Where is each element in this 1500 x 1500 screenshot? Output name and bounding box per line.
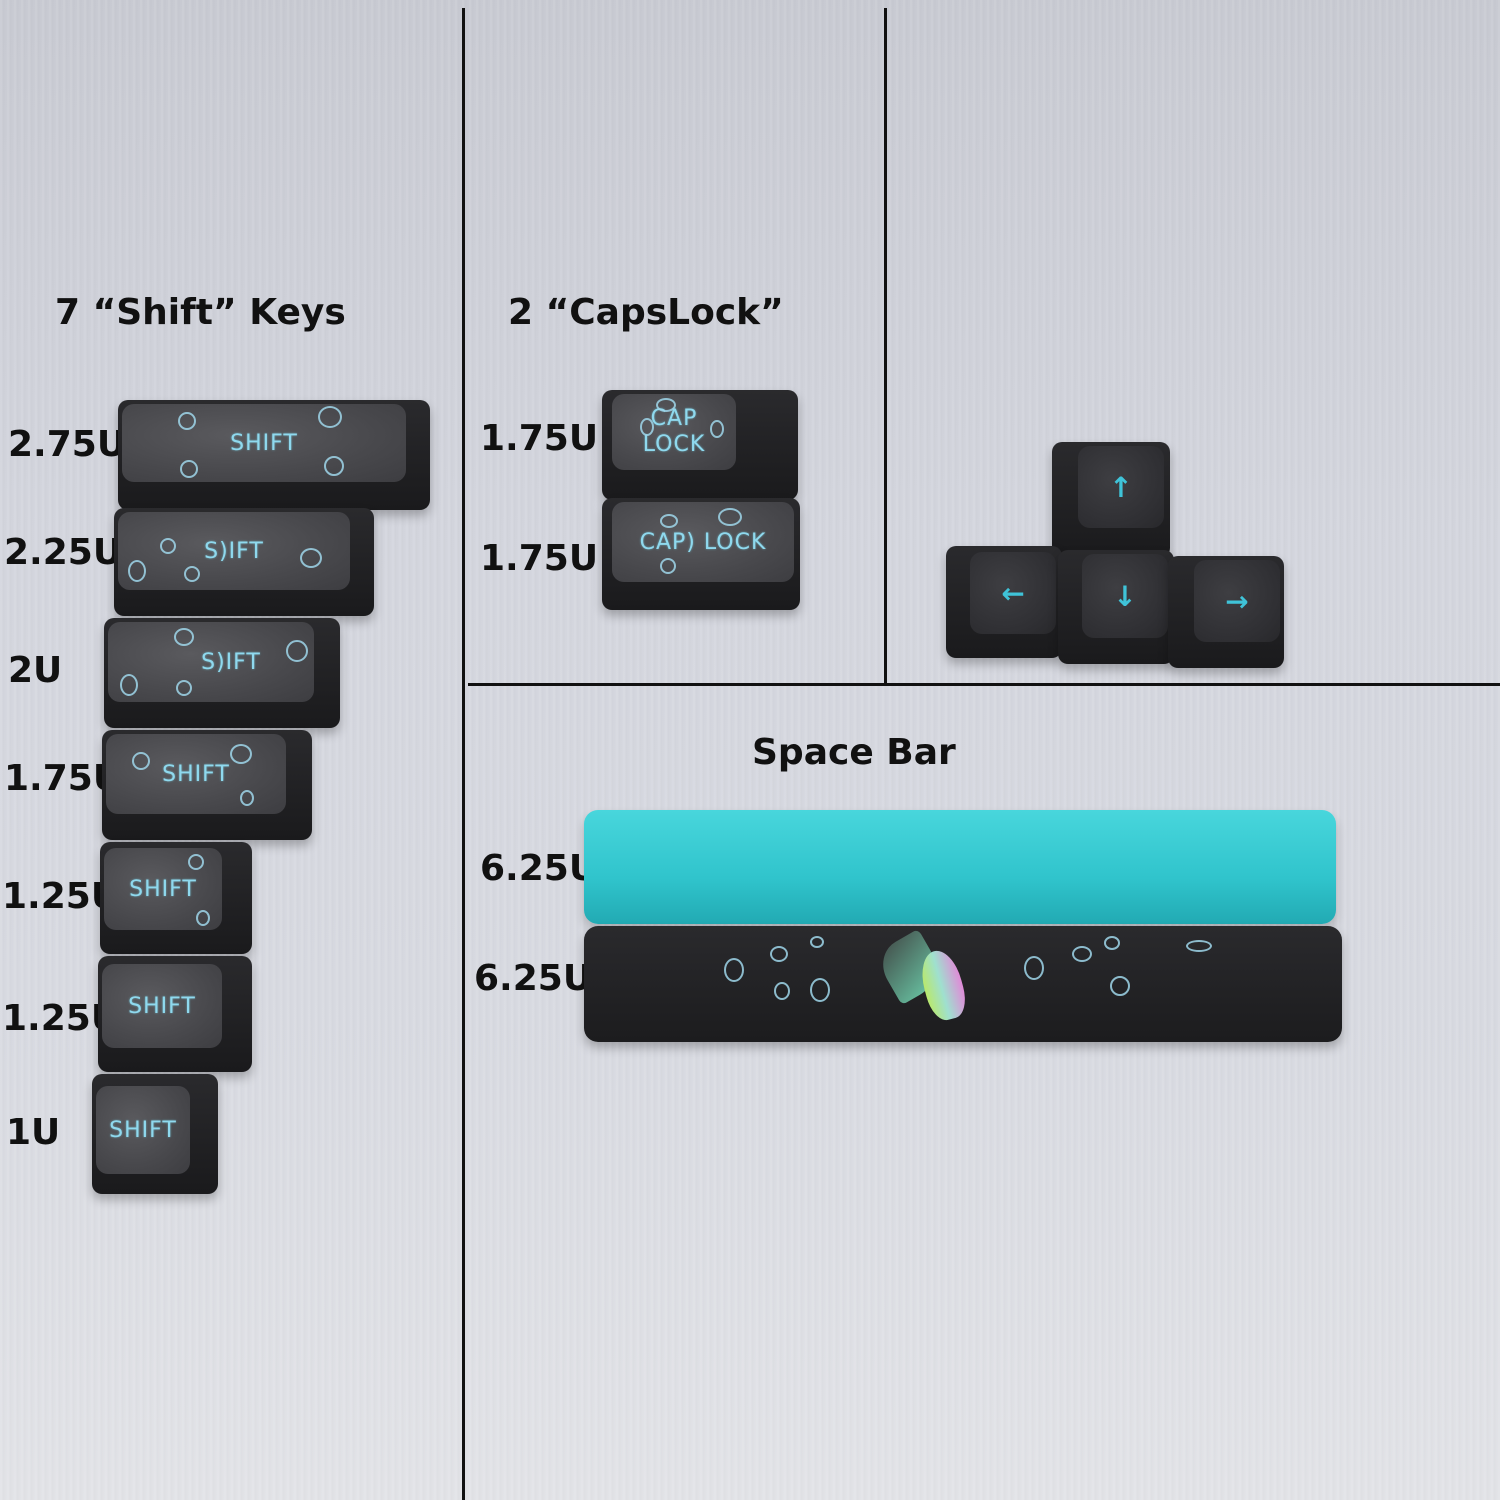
arrow-right-icon: → <box>1225 584 1249 618</box>
shift-size-label: 2.25U <box>4 532 123 573</box>
bubble-icon <box>318 406 342 428</box>
keycap-top: SHIFT <box>96 1086 190 1174</box>
capslock-keycap-1-75u: CAP LOCK <box>602 390 798 500</box>
bubble-icon <box>240 790 254 806</box>
keycap-legend: SHIFT <box>162 761 230 787</box>
keycap-top: ↑ <box>1078 446 1164 528</box>
bubble-icon <box>160 538 176 554</box>
shift-keycap-1-75u: SHIFT <box>102 730 312 840</box>
arrow-left-icon: ← <box>1001 576 1025 610</box>
bubble-icon <box>188 854 204 870</box>
bubble-icon <box>660 514 678 528</box>
keycap-top: → <box>1194 560 1280 642</box>
capslock-size-label: 1.75U <box>480 538 599 579</box>
shift-keycap-2-75u: SHIFT <box>118 400 430 510</box>
bubble-icon <box>286 640 308 662</box>
keycap-top: ↓ <box>1082 554 1168 638</box>
bubble-icon <box>1186 940 1212 952</box>
spacebar-size-label: 6.25U <box>474 958 593 999</box>
keycap-top: ← <box>970 552 1056 634</box>
keycap-legend: CAP <box>650 406 698 431</box>
keycap-top: SHIFT <box>106 734 286 814</box>
bubble-icon <box>184 566 200 582</box>
arrow-down-icon: ↓ <box>1113 579 1137 613</box>
bubble-icon <box>1072 946 1092 962</box>
bubble-icon <box>640 418 654 436</box>
bubble-icon <box>1104 936 1120 950</box>
shift-keycap-1-25u: SHIFT <box>98 956 252 1072</box>
keycap-legend: CAP) LOCK <box>639 529 767 555</box>
bubble-icon <box>180 460 198 478</box>
keycap-legend: SHIFT <box>129 876 197 902</box>
bubble-icon <box>178 412 196 430</box>
bubble-icon <box>324 456 344 476</box>
bubble-icon <box>128 560 146 582</box>
bubble-icon <box>718 508 742 526</box>
divider-horizontal <box>468 683 1500 686</box>
bubble-icon <box>810 936 824 948</box>
bubble-icon <box>196 910 210 926</box>
keycap-legend: S)IFT <box>204 538 264 564</box>
shift-keycap-2u: S)IFT <box>104 618 340 728</box>
bubble-icon <box>176 680 192 696</box>
spacebar-keycap-dark <box>584 926 1342 1042</box>
keycap-legend: SHIFT <box>230 430 298 456</box>
bubble-icon <box>120 674 138 696</box>
shift-size-label: 2.75U <box>8 424 127 465</box>
bubble-icon <box>174 628 194 646</box>
bubble-icon <box>724 958 744 982</box>
shift-size-label: 1U <box>6 1112 61 1153</box>
keycap-legend: SHIFT <box>109 1117 177 1143</box>
bubble-icon <box>770 946 788 962</box>
bubble-icon <box>132 752 150 770</box>
capslock-keycap-1-75u: CAP) LOCK <box>602 498 800 610</box>
arrow-up-icon: ↑ <box>1109 470 1133 504</box>
bubble-icon <box>656 398 676 412</box>
bubble-icon <box>810 978 830 1002</box>
keycap-legend: S)IFT <box>201 649 261 675</box>
bubble-icon <box>1110 976 1130 996</box>
keycap-top: CAP) LOCK <box>612 502 794 582</box>
bubble-icon <box>1024 956 1044 980</box>
shift-keycap-2-25u: S)IFT <box>114 508 374 616</box>
keycap-top: SHIFT <box>102 964 222 1048</box>
capslock-size-label: 1.75U <box>480 418 599 459</box>
arrow-keycap-up: ↑ <box>1052 442 1170 558</box>
shift-keycap-1u: SHIFT <box>92 1074 218 1194</box>
arrow-keycap-left: ← <box>946 546 1062 658</box>
spacebar-size-label: 6.25U <box>480 848 599 889</box>
keycap-top: S)IFT <box>108 622 314 702</box>
divider-vertical-middle <box>884 8 887 684</box>
arrow-keycap-down: ↓ <box>1058 550 1174 664</box>
bubble-icon <box>710 420 724 438</box>
bubble-icon <box>300 548 322 568</box>
shift-keycap-1-25u: SHIFT <box>100 842 252 954</box>
bubble-icon <box>230 744 252 764</box>
shift-section-title: 7 “Shift” Keys <box>55 292 346 333</box>
bubble-icon <box>774 982 790 1000</box>
keycap-legend: SHIFT <box>128 993 196 1019</box>
spacebar-section-title: Space Bar <box>752 732 956 773</box>
capslock-section-title: 2 “CapsLock” <box>508 292 784 333</box>
shift-size-label: 2U <box>8 650 63 691</box>
keycap-legend: LOCK <box>642 432 706 457</box>
divider-vertical-left <box>462 8 465 1500</box>
arrow-keycap-right: → <box>1168 556 1284 668</box>
spacebar-keycap-cyan <box>584 810 1336 924</box>
bubble-icon <box>660 558 676 574</box>
keycap-top: SHIFT <box>122 404 406 482</box>
